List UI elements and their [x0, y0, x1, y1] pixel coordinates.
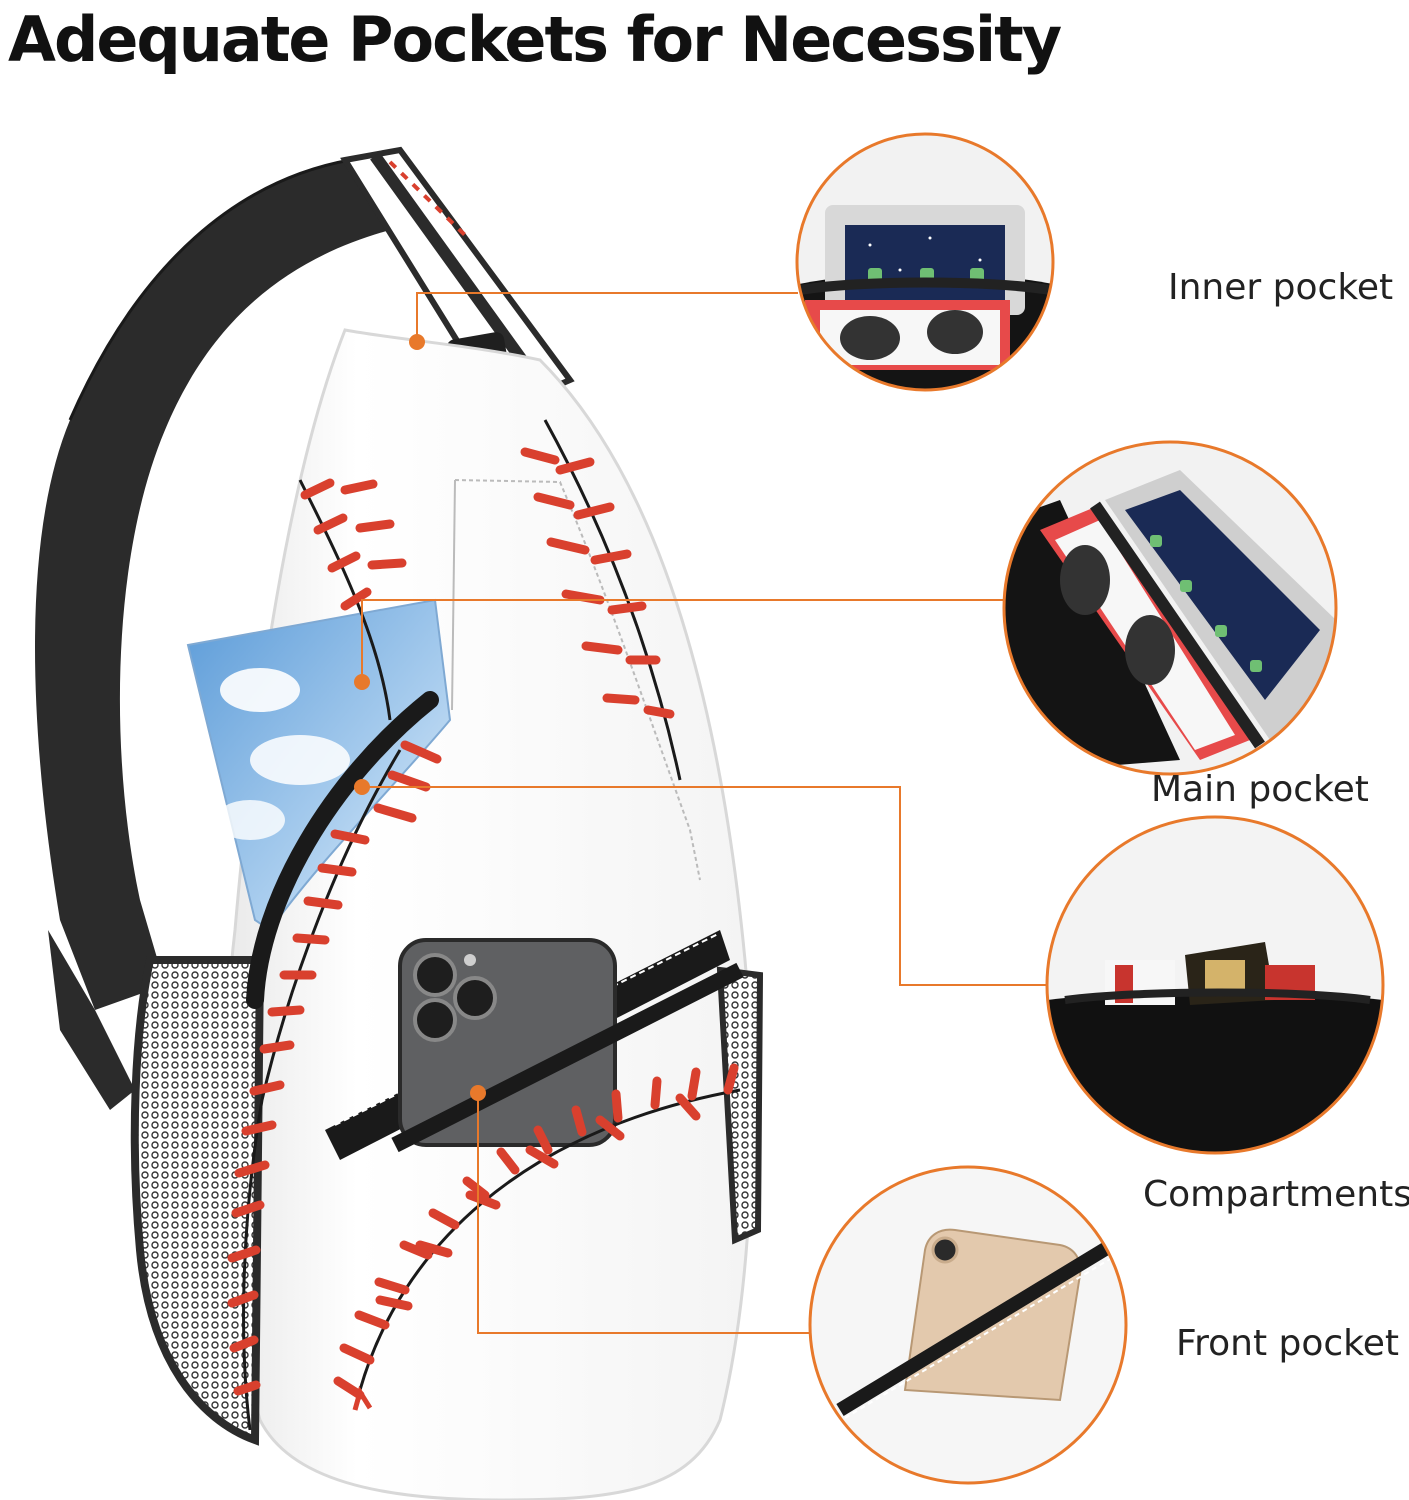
sling-strap-icon	[35, 160, 410, 1010]
label-inner-pocket: Inner pocket	[1168, 267, 1394, 308]
label-front-pocket: Front pocket	[1176, 1323, 1399, 1364]
headline: Adequate Pockets for Necessity	[8, 3, 1062, 76]
compartments-detail-image	[1047, 817, 1383, 1153]
label-compartments: Compartments	[1143, 1174, 1409, 1215]
smartphone-icon	[398, 938, 617, 1147]
label-main-pocket: Main pocket	[1151, 769, 1369, 810]
inner-pocket-detail-image	[797, 134, 1053, 390]
front-pocket-detail-image	[810, 1167, 1126, 1483]
main-pocket-detail-image	[1004, 442, 1336, 774]
mesh-bottle-pocket-icon	[130, 956, 265, 1446]
